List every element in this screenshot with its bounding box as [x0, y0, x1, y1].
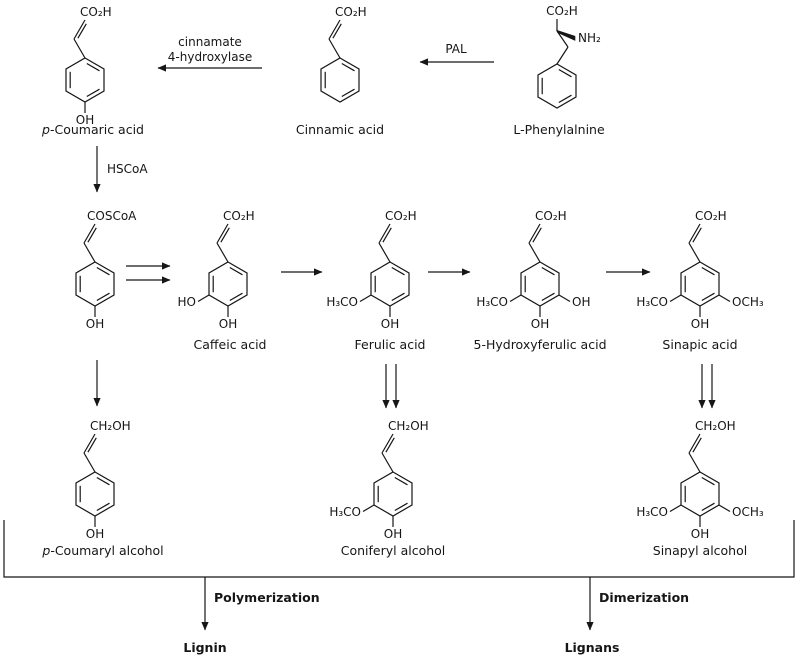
formula-hydroxyl: OH — [219, 317, 237, 331]
enzyme-hscoa-label: HSCoA — [107, 162, 148, 176]
molecule-p-coumaryl-alcohol: CH₂OH OH p-Coumaryl alcohol — [41, 419, 163, 558]
formula-top-group: CO₂H — [546, 4, 578, 18]
molecule-caffeic-acid: CO₂H HO OH Caffeic acid — [178, 209, 267, 352]
process-polymerization-label: Polymerization — [214, 590, 320, 605]
vinyl-chain — [688, 433, 702, 473]
formula-methoxy-right: OCH₃ — [732, 505, 764, 519]
vinyl-chain — [381, 433, 395, 473]
formula-top-group: CH₂OH — [388, 419, 429, 433]
label-italic-prefix: p — [41, 122, 50, 137]
benzene-ring — [75, 261, 115, 307]
vinyl-chain — [73, 19, 87, 59]
benzene-ring — [208, 261, 248, 307]
formula-hydroxyl: OH — [531, 317, 549, 331]
label-rest: -Coumaryl alcohol — [50, 543, 163, 558]
benzene-ring — [65, 57, 105, 103]
bond-left — [509, 294, 522, 303]
molecule-sinapic-acid: CO₂H H₃CO OH OCH₃ Sinapic acid — [636, 209, 764, 352]
formula-hydroxyl: OH — [86, 527, 104, 541]
benzene-ring — [370, 261, 410, 307]
bond-ch2 — [556, 46, 569, 65]
benzene-ring — [680, 471, 720, 517]
molecule-label: Caffeic acid — [194, 337, 267, 352]
enzyme-pal-label: PAL — [445, 42, 467, 56]
bond-left — [669, 294, 682, 303]
formula-methoxy: H₃CO — [636, 295, 668, 309]
label-rest: -Coumaric acid — [50, 122, 144, 137]
molecule-label: Cinnamic acid — [296, 122, 384, 137]
benzene-ring — [320, 57, 360, 103]
formula-methoxy: H₃CO — [329, 505, 361, 519]
formula-hydroxyl: OH — [691, 527, 709, 541]
product-lignin-label: Lignin — [183, 640, 226, 655]
formula-hydroxyl: OH — [86, 317, 104, 331]
molecule-label: 5-Hydroxyferulic acid — [473, 337, 606, 352]
molecule-coumaroyl-coa: COSCoA OH — [75, 209, 137, 331]
formula-top-group: CH₂OH — [695, 419, 736, 433]
formula-thioester: COSCoA — [87, 209, 137, 223]
bond-right — [718, 504, 731, 513]
benzene-ring — [520, 261, 560, 307]
molecule-coniferyl-alcohol: CH₂OH H₃CO OH Coniferyl alcohol — [329, 419, 445, 558]
formula-hydroxyl: OH — [76, 113, 94, 127]
benzene-ring — [537, 63, 577, 109]
formula-hydroxyl: OH — [691, 317, 709, 331]
vinyl-chain — [216, 223, 230, 263]
vinyl-chain — [528, 223, 542, 263]
formula-top-group: CO₂H — [535, 209, 567, 223]
vinyl-chain — [378, 223, 392, 263]
molecule-ferulic-acid: CO₂H H₃CO OH Ferulic acid — [326, 209, 425, 352]
label-italic-prefix: p — [41, 543, 50, 558]
stereo-wedge — [556, 29, 576, 41]
benzene-ring — [373, 471, 413, 517]
formula-amine: NH₂ — [578, 31, 601, 45]
vinyl-chain — [83, 433, 97, 473]
bond-left — [669, 504, 682, 513]
formula-methoxy: H₃CO — [636, 505, 668, 519]
bond-right — [558, 294, 571, 303]
molecule-label: Sinapic acid — [662, 337, 737, 352]
molecule-label: p-Coumaryl alcohol — [41, 543, 163, 558]
formula-top-group: CO₂H — [223, 209, 255, 223]
product-lignans-label: Lignans — [565, 640, 620, 655]
molecule-label: Coniferyl alcohol — [341, 543, 446, 558]
formula-top-group: CO₂H — [80, 5, 112, 19]
bond-alpha — [556, 30, 569, 48]
formula-hydroxyl: OH — [381, 317, 399, 331]
formula-hydroxyl: OH — [384, 527, 402, 541]
formula-top-group: CH₂OH — [90, 419, 131, 433]
collector-bracket — [3, 520, 795, 578]
enzyme-c4h-line2: 4-hydroxylase — [168, 50, 252, 64]
molecule-label: p-Coumaric acid — [41, 122, 144, 137]
formula-methoxy: H₃CO — [326, 295, 358, 309]
bond-right — [718, 294, 731, 303]
benzene-ring — [680, 261, 720, 307]
formula-right-group: OH — [572, 295, 590, 309]
bond-left — [362, 504, 375, 513]
formula-top-group: CO₂H — [385, 209, 417, 223]
molecule-5-hydroxyferulic-acid: CO₂H H₃CO OH OH 5-Hydroxyferulic acid — [473, 209, 606, 352]
molecule-l-phenylalanine: CO₂H NH₂ L-Phenylalnine — [513, 4, 605, 137]
bond-left — [197, 294, 210, 303]
benzene-ring — [75, 471, 115, 517]
formula-methoxy: H₃CO — [476, 295, 508, 309]
formula-methoxy-right: OCH₃ — [732, 295, 764, 309]
bond-left — [359, 294, 372, 303]
molecule-cinnamic-acid: CO₂H Cinnamic acid — [296, 5, 384, 137]
enzyme-c4h-line1: cinnamate — [178, 35, 242, 49]
molecule-label: Ferulic acid — [355, 337, 426, 352]
molecule-p-coumaric-acid: CO₂H OH p-Coumaric acid — [41, 5, 144, 137]
molecule-sinapyl-alcohol: CH₂OH H₃CO OH OCH₃ Sinapyl alcohol — [636, 419, 764, 558]
vinyl-chain — [688, 223, 702, 263]
formula-left-group: HO — [178, 295, 196, 309]
molecule-label: L-Phenylalnine — [513, 122, 605, 137]
vinyl-chain — [83, 223, 97, 263]
formula-top-group: CO₂H — [695, 209, 727, 223]
formula-top-group: CO₂H — [335, 5, 367, 19]
molecule-label: Sinapyl alcohol — [653, 543, 747, 558]
process-dimerization-label: Dimerization — [599, 590, 689, 605]
vinyl-chain — [328, 19, 342, 59]
